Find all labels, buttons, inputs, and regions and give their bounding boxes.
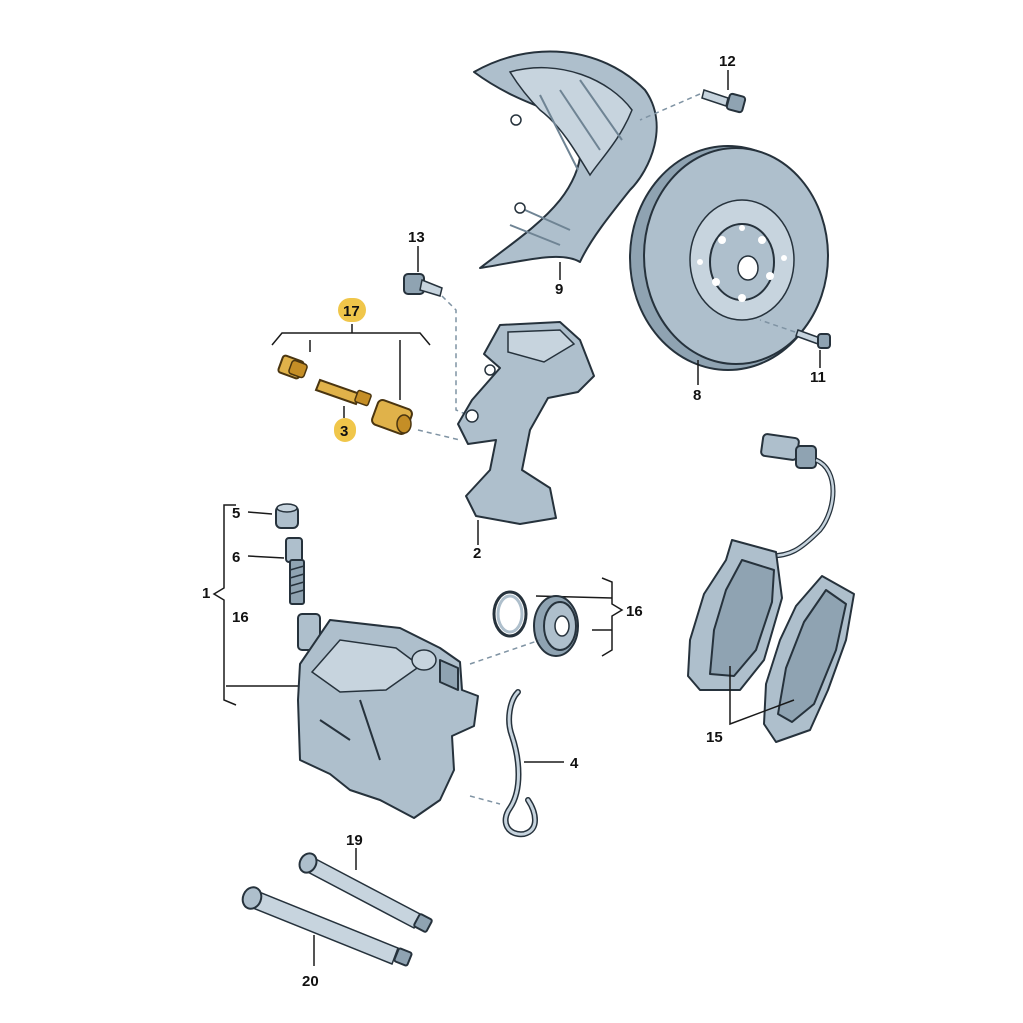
label-12: 12 bbox=[719, 53, 736, 70]
label-13: 13 bbox=[408, 229, 425, 246]
label-3: 3 bbox=[340, 423, 348, 440]
label-6: 6 bbox=[232, 549, 240, 566]
brake-caliper bbox=[297, 613, 479, 819]
guide-sleeve bbox=[371, 399, 413, 435]
splash-shield bbox=[473, 50, 658, 269]
guide-pin bbox=[314, 378, 372, 407]
label-20: 20 bbox=[302, 973, 319, 990]
piston-seal-ring bbox=[492, 590, 528, 638]
dust-boot bbox=[533, 595, 579, 657]
label-2: 2 bbox=[473, 545, 481, 562]
label-11: 11 bbox=[810, 369, 826, 386]
badge-17 bbox=[338, 298, 366, 322]
label-9: 9 bbox=[555, 281, 563, 298]
grease-tube-19 bbox=[298, 852, 433, 933]
grease-tube-20 bbox=[241, 886, 413, 967]
bolt-11 bbox=[795, 329, 831, 349]
label-19: 19 bbox=[346, 832, 363, 849]
bolt-12 bbox=[701, 89, 747, 114]
brake-disc bbox=[629, 145, 829, 371]
caliper-carrier bbox=[457, 321, 595, 525]
label-16a: 16 bbox=[232, 609, 249, 626]
bleed-screw bbox=[285, 537, 305, 605]
badge-3 bbox=[334, 418, 356, 442]
label-16b: 16 bbox=[626, 603, 643, 620]
label-17: 17 bbox=[343, 303, 360, 320]
label-15: 15 bbox=[706, 729, 723, 746]
label-5: 5 bbox=[232, 505, 240, 522]
wear-sensor bbox=[760, 433, 836, 559]
label-1: 1 bbox=[202, 585, 210, 602]
guide-bolt-cap bbox=[277, 354, 308, 380]
brake-pad-outer bbox=[763, 575, 855, 743]
bolt-13 bbox=[403, 273, 443, 297]
retaining-spring bbox=[502, 689, 538, 838]
label-4: 4 bbox=[570, 755, 579, 772]
brake-pad-inner bbox=[687, 539, 783, 691]
label-8: 8 bbox=[693, 387, 701, 404]
bleed-cap bbox=[275, 503, 299, 529]
